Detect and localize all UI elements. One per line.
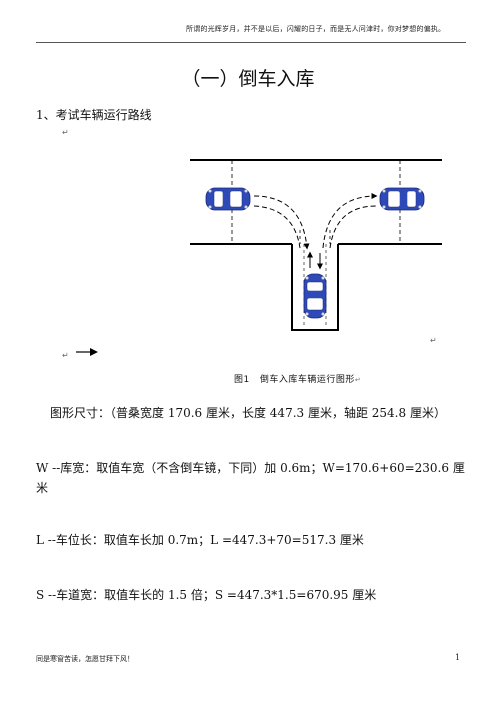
car-left [205,187,251,211]
section-heading: 1、考试车辆运行路线 [36,108,152,122]
lane-definition: S --车道宽：取值车长的 1.5 倍；S =447.3*1.5=670.95 … [36,588,377,602]
caption-label: 图1 [234,375,250,385]
caption-text: 倒车入库车辆运行图形 [259,375,355,385]
parking-diagram [190,159,442,331]
right-path [322,193,378,249]
figure-caption: 图1 倒车入库车辆运行图形↵ [234,372,361,385]
width-definition: W --库宽：取值车宽（不含倒车镜，下同）加 0.6m；W=170.6+60=2… [36,461,465,495]
dimensions-paragraph: 图形尺寸：（普桑宽度 170.6 厘米，长度 447.3 厘米，轴距 254.8… [50,406,446,420]
paragraph-mark: ↵ [62,128,69,137]
page-number: 1 [455,653,461,662]
paragraph-mark: ↵ [430,336,437,345]
paragraph-mark: ↵ [62,351,69,360]
page-footer: 同是寒窗苦读，怎愿甘拜下风！ [36,655,134,663]
caption-mark: ↵ [354,376,362,384]
car-right [379,187,425,211]
arrow-right-icon [76,348,98,356]
header-divider [36,42,466,43]
page-header: 所谓的光辉岁月，并不是以后，闪耀的日子，而是无人问津时，你对梦想的偏执。 [186,25,446,33]
car-garage [303,273,327,319]
length-definition: L --车位长：取值车长加 0.7m；L =447.3+70=517.3 厘米 [36,533,364,547]
left-path [253,195,310,250]
garage-outline [291,244,339,331]
page-title: （一）倒车入库 [181,68,315,90]
